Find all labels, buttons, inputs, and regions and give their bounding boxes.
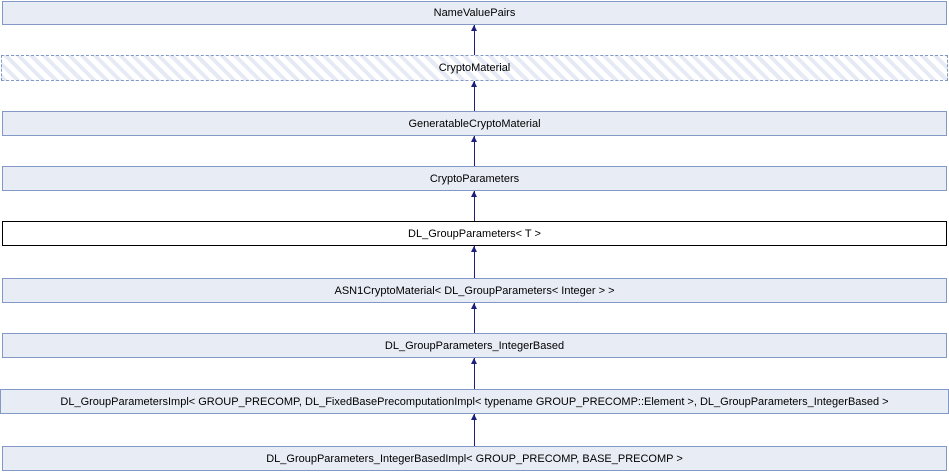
class-node-generatable-crypto-material[interactable]: GeneratableCryptoMaterial — [2, 111, 947, 136]
inheritance-arrow-icon — [471, 191, 477, 197]
class-node-label: CryptoParameters — [429, 172, 520, 185]
inheritance-arrow-icon — [471, 136, 477, 142]
inheritance-arrow-icon — [471, 303, 477, 309]
inheritance-edge — [474, 303, 475, 333]
inheritance-edge — [474, 414, 475, 446]
inheritance-edge — [474, 358, 475, 389]
inheritance-edge — [474, 25, 475, 55]
inheritance-edge — [474, 246, 475, 278]
class-node-dl-group-parameters-integer-based[interactable]: DL_GroupParameters_IntegerBased — [2, 333, 947, 358]
class-node-asn1-crypto-material[interactable]: ASN1CryptoMaterial< DL_GroupParameters< … — [2, 278, 947, 303]
inheritance-edge — [474, 136, 475, 166]
class-node-label: CryptoMaterial — [438, 62, 511, 74]
inheritance-edge — [474, 81, 475, 111]
class-node-label: DL_GroupParameters_IntegerBasedImpl< GRO… — [266, 452, 683, 465]
class-node-label: GeneratableCryptoMaterial — [408, 117, 541, 130]
inheritance-edge — [474, 191, 475, 221]
class-node-label: DL_GroupParameters_IntegerBased — [384, 339, 565, 352]
inheritance-arrow-icon — [471, 358, 477, 364]
class-node-dl-group-parameters-impl[interactable]: DL_GroupParametersImpl< GROUP_PRECOMP, D… — [0, 389, 949, 414]
class-node-label: ASN1CryptoMaterial< DL_GroupParameters< … — [334, 284, 615, 297]
class-node-crypto-material[interactable]: CryptoMaterial — [1, 55, 948, 81]
inheritance-arrow-icon — [471, 414, 477, 420]
class-node-label: DL_GroupParameters< T > — [408, 227, 541, 240]
inheritance-arrow-icon — [471, 246, 477, 252]
class-node-crypto-parameters[interactable]: CryptoParameters — [2, 166, 947, 191]
class-node-label: NameValuePairs — [433, 7, 516, 19]
inheritance-arrow-icon — [471, 25, 477, 31]
class-node-label: DL_GroupParametersImpl< GROUP_PRECOMP, D… — [60, 395, 889, 408]
class-node-name-value-pairs[interactable]: NameValuePairs — [2, 1, 947, 25]
class-node-dl-group-parameters-t[interactable]: DL_GroupParameters< T > — [2, 221, 947, 246]
class-node-dl-group-parameters-integer-based-impl[interactable]: DL_GroupParameters_IntegerBasedImpl< GRO… — [2, 446, 947, 471]
inheritance-arrow-icon — [471, 81, 477, 87]
